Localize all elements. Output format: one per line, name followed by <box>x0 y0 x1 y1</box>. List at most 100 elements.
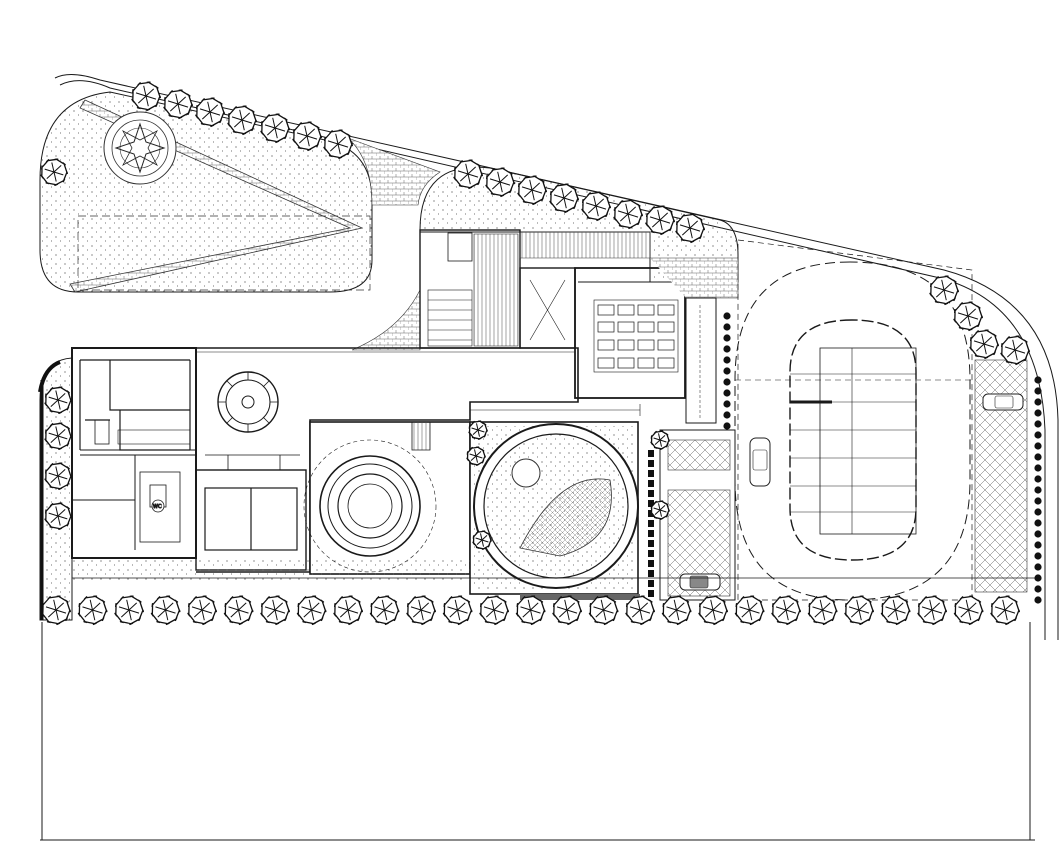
tree-icon <box>650 430 670 450</box>
tree-icon <box>296 595 327 626</box>
hedge-shrub-icon <box>723 411 731 419</box>
tree-icon <box>844 595 875 626</box>
hedge-shrub-icon <box>723 312 731 320</box>
hedge-shrub-icon <box>648 560 654 567</box>
hedge-shrub-icon <box>1034 585 1042 593</box>
tree-icon <box>77 595 108 626</box>
tree-icon <box>581 191 612 222</box>
tree-icon <box>44 422 72 451</box>
tree-icon <box>880 595 911 626</box>
hedge-shrub-icon <box>648 540 654 547</box>
tree-icon <box>163 89 194 120</box>
tree-rows <box>40 81 1031 626</box>
tree-icon <box>227 105 258 136</box>
driveway <box>659 429 736 601</box>
hedge-shrub-icon <box>1034 409 1042 417</box>
tree-icon <box>114 595 145 626</box>
hedge-shrub-icon <box>1034 475 1042 483</box>
hedge-shrub-icon <box>648 570 654 577</box>
hedge-shrub-icon <box>648 460 654 467</box>
hedge-shrub-icon <box>1034 442 1042 450</box>
wc-sign-label: WC <box>153 504 162 510</box>
tree-icon <box>466 446 486 466</box>
tree-icon <box>40 158 68 187</box>
tree-icon <box>517 175 548 206</box>
hedge-shrub-icon <box>1034 563 1042 571</box>
tree-icon <box>44 502 72 531</box>
hedge-shrub-icon <box>1034 398 1042 406</box>
tree-icon <box>675 213 706 244</box>
hedge-shrub-icon <box>723 400 731 408</box>
tree-icon <box>41 595 72 626</box>
hedge-shrub-icon <box>1034 519 1042 527</box>
north-garden <box>39 91 441 293</box>
tree-icon <box>442 595 473 626</box>
spiral-staircase-icon <box>217 371 279 433</box>
hedge-shrub-icon <box>1034 464 1042 472</box>
tree-icon <box>406 595 437 626</box>
hedge-shrub-icon <box>648 450 654 457</box>
hedge-shrub-icon <box>723 389 731 397</box>
hedge-shrub-icon <box>648 590 654 597</box>
tree-icon <box>552 595 583 626</box>
hedge-shrub-icon <box>648 530 654 537</box>
tree-icon <box>613 199 644 230</box>
hedge-shrub-icon <box>723 367 731 375</box>
tree-icon <box>771 595 802 626</box>
tree-icon <box>588 595 619 626</box>
tree-icon <box>131 81 162 112</box>
tree-icon <box>734 595 765 626</box>
hedge-shrub-icon <box>723 422 731 430</box>
tree-icon <box>990 595 1021 626</box>
tree-icon <box>44 462 72 491</box>
oval-court <box>734 239 1028 601</box>
tree-icon <box>515 595 546 626</box>
tree-icon <box>292 121 323 152</box>
hedge-shrub-icon <box>1034 453 1042 461</box>
hedge-shrub-icon <box>1034 497 1042 505</box>
hedge-shrub-icon <box>723 334 731 342</box>
tree-icon <box>1000 335 1031 366</box>
tree-icon <box>260 595 291 626</box>
hedge-shrub-icon <box>1034 431 1042 439</box>
tree-icon <box>479 595 510 626</box>
tree-icon <box>223 595 254 626</box>
hedge-row <box>648 312 1042 604</box>
hedge-shrub-icon <box>648 490 654 497</box>
tree-icon <box>969 329 1000 360</box>
hedge-shrub-icon <box>1034 530 1042 538</box>
tree-icon <box>150 595 181 626</box>
tree-icon <box>661 595 692 626</box>
tree-icon <box>472 530 492 550</box>
tree-icon <box>549 183 580 214</box>
car-icon <box>982 393 1024 411</box>
hedge-shrub-icon <box>723 323 731 331</box>
tree-icon <box>187 595 218 626</box>
tree-icon <box>44 386 72 415</box>
tree-icon <box>625 595 656 626</box>
tree-icon <box>369 595 400 626</box>
tree-icon <box>650 500 670 520</box>
tree-icon <box>645 205 676 236</box>
circular-courtyard <box>469 421 640 600</box>
tree-icon <box>953 595 984 626</box>
hedge-shrub-icon <box>648 470 654 477</box>
tree-icon <box>929 275 960 306</box>
car-icon <box>749 437 771 487</box>
tree-icon <box>453 159 484 190</box>
hedge-shrub-icon <box>648 550 654 557</box>
tree-icon <box>698 595 729 626</box>
hedge-shrub-icon <box>1034 387 1042 395</box>
hedge-shrub-icon <box>1034 541 1042 549</box>
hedge-shrub-icon <box>1034 420 1042 428</box>
hedge-shrub-icon <box>723 356 731 364</box>
round-hall-icon <box>303 439 437 573</box>
west-garden <box>38 357 1035 621</box>
dining-block <box>419 229 739 424</box>
hedge-shrub-icon <box>1034 508 1042 516</box>
tree-icon <box>917 595 948 626</box>
hedge-shrub-icon <box>1034 596 1042 604</box>
hedge-shrub-icon <box>648 480 654 487</box>
hedge-shrub-icon <box>723 345 731 353</box>
